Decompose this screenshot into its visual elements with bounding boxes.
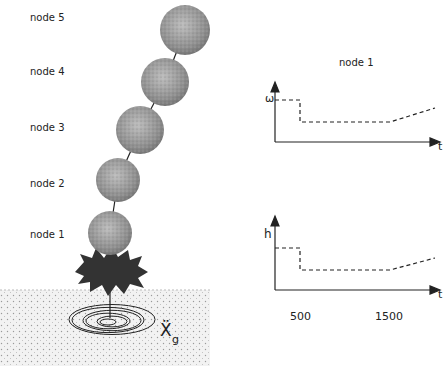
plot-axes	[271, 82, 440, 294]
ground	[0, 290, 210, 366]
spiral-ring	[83, 310, 141, 330]
spiral-ring	[69, 305, 155, 335]
axis-label: t	[438, 289, 442, 300]
excitation-subscript: g	[172, 334, 179, 345]
axis-label: h	[264, 228, 272, 240]
excitation-symbol: Ẍ	[160, 322, 172, 339]
plot-curves	[275, 100, 435, 270]
node-label: node 5	[30, 13, 65, 23]
axis-label: t	[438, 141, 442, 152]
spiral-ring	[97, 316, 127, 327]
node-label: node 1	[30, 230, 65, 240]
tick-label: 1500	[375, 311, 403, 322]
spiral-ring	[86, 313, 130, 329]
spiral-ring	[72, 307, 144, 332]
plot-title: node 1	[339, 58, 374, 68]
node-label: node 4	[30, 67, 65, 77]
axis-label: ω	[265, 93, 274, 104]
node-label: node 3	[30, 123, 65, 133]
tick-label: 500	[290, 311, 311, 322]
mass-nodes	[88, 5, 210, 255]
wave-source	[69, 305, 155, 335]
spiral-ring	[100, 319, 116, 325]
node-label: node 2	[30, 179, 65, 189]
